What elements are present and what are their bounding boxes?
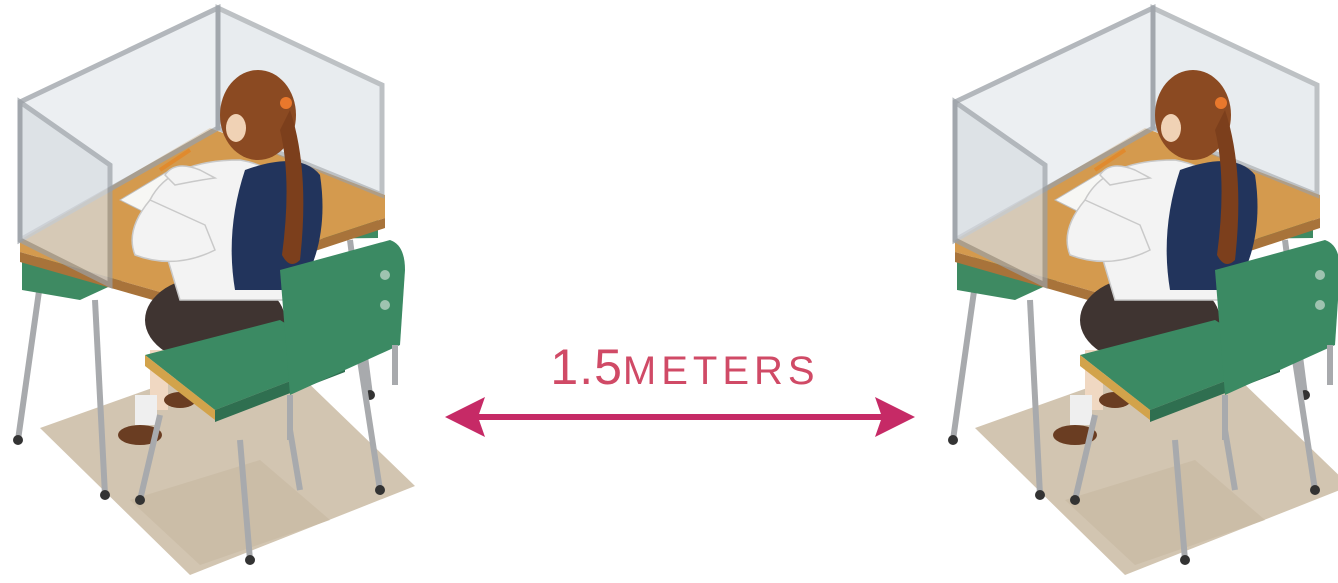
distance-value: 1.5 bbox=[550, 339, 623, 395]
distance-unit: METERS bbox=[623, 349, 820, 393]
student-at-desk-with-partition-icon bbox=[935, 0, 1338, 583]
double-arrow-icon bbox=[440, 392, 920, 442]
student-at-desk-with-partition-icon bbox=[0, 0, 440, 583]
right-student-desk-illustration bbox=[935, 0, 1338, 583]
distance-indicator: 1.5METERS bbox=[440, 330, 920, 450]
distance-label: 1.5METERS bbox=[525, 338, 845, 396]
left-student-desk-illustration bbox=[0, 0, 440, 583]
